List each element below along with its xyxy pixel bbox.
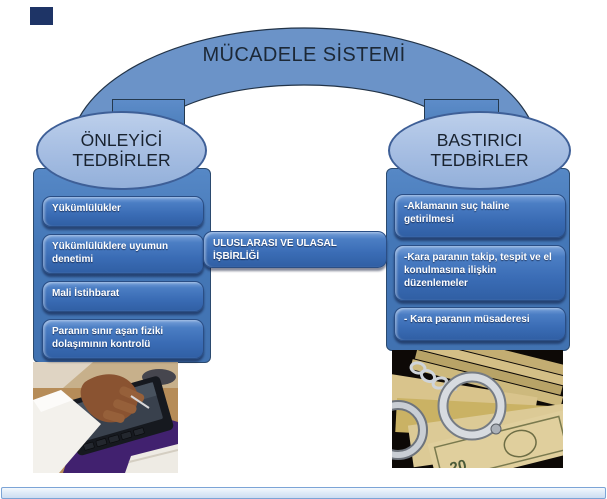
right-measure-takip-tespit: -Kara paranın takip, tespit ve el konulm…	[394, 245, 566, 301]
right-pillar-header: BASTIRICI TEDBİRLER	[388, 111, 571, 190]
shirt-sleeve	[33, 390, 101, 473]
handcuff-chain	[409, 361, 449, 390]
left-measure-uyum-denetimi: Yükümlülüklere uyumun denetimi	[42, 234, 204, 274]
corner-accent-square	[30, 7, 53, 25]
paper-stack	[125, 444, 178, 473]
left-measure-yukumlulukler: Yükümlülükler	[42, 196, 204, 227]
bottom-accent-bar	[1, 487, 606, 499]
left-measure-mali-istihbarat: Mali İstihbarat	[42, 281, 204, 312]
right-measure-aklama-suc: -Aklamanın suç haline getirilmesi	[394, 194, 566, 238]
diagram-title: MÜCADELE SİSTEMİ	[202, 44, 406, 66]
left-pillar-header-label: ÖNLEYİCİ TEDBİRLER	[72, 129, 171, 170]
person-using-calculator-photo	[33, 362, 179, 473]
stylus	[130, 395, 150, 409]
left-measure-fiziki-dolasim: Paranın sınır aşan fiziki dolaşımının ko…	[42, 319, 204, 359]
center-cooperation-bar: ULUSLARASI VE ULASAL İŞBİRLİĞİ	[203, 231, 387, 268]
right-measure-musadere: - Kara paranın müsaderesi	[394, 307, 566, 341]
handcuffs-on-money-photo: 20	[368, 331, 576, 487]
right-pillar-header-label: BASTIRICI TEDBİRLER	[430, 129, 529, 170]
left-pillar-header: ÖNLEYİCİ TEDBİRLER	[36, 111, 207, 190]
